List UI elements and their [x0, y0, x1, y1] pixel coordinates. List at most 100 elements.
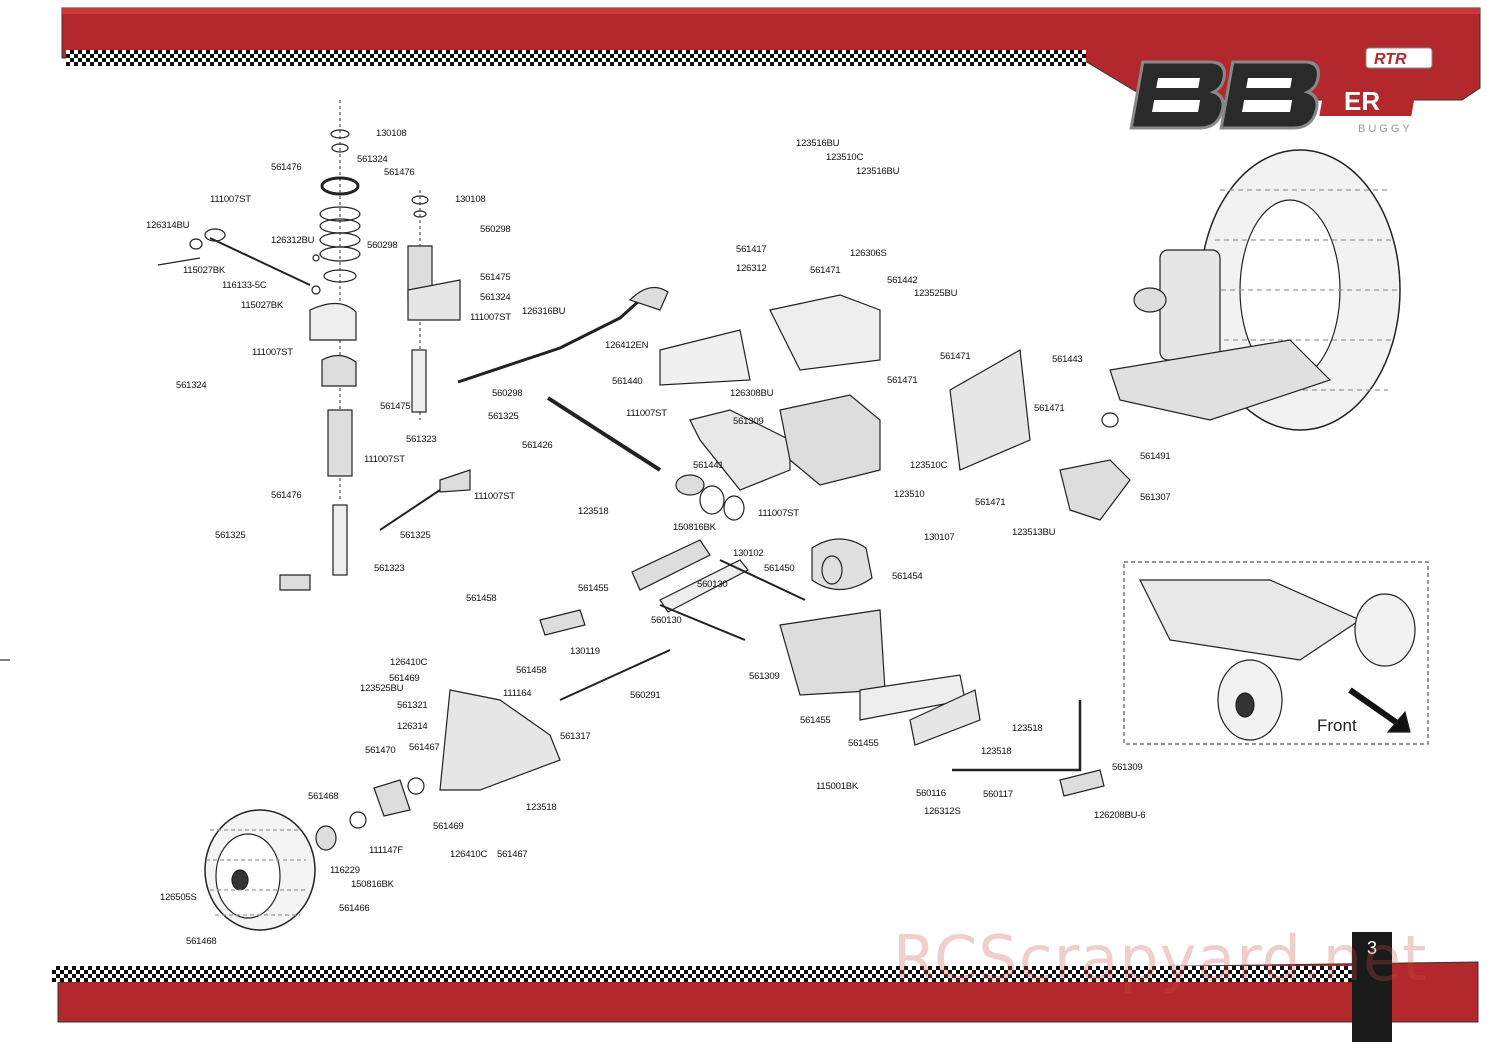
part-label: 561325	[488, 411, 519, 422]
watermark-text: RCScrapyard.net	[893, 922, 1428, 995]
part-label: 126306S	[850, 248, 887, 259]
part-label: 561443	[1052, 354, 1083, 365]
part-label: 561471	[1034, 403, 1065, 414]
part-label: 123516BU	[856, 166, 900, 177]
part-label: 130102	[733, 548, 764, 559]
part-label: 116133-5C	[222, 280, 267, 291]
part-label: 561309	[1112, 762, 1143, 773]
part-label: 150816BK	[673, 522, 716, 533]
bottom-checker-strip	[52, 966, 1352, 982]
part-label: 123510C	[910, 460, 948, 471]
part-label: 561476	[271, 162, 302, 173]
part-label: 126314	[397, 721, 428, 732]
part-label: 560130	[697, 579, 728, 590]
part-label: 561455	[800, 715, 831, 726]
part-label: 561471	[975, 497, 1006, 508]
part-label: 560130	[651, 615, 682, 626]
part-label: 561324	[357, 154, 388, 165]
part-label: 111007ST	[210, 194, 251, 205]
part-label: 111147F	[369, 845, 403, 856]
part-label: 115001BK	[816, 781, 859, 792]
part-label: 126505S	[160, 892, 197, 903]
part-label: 123518	[1012, 723, 1043, 734]
part-label: 126312S	[924, 806, 961, 817]
part-label: 561471	[887, 375, 918, 386]
part-label: 561454	[892, 571, 923, 582]
logo-er-text: ER	[1344, 86, 1380, 116]
part-label: 130108	[376, 128, 407, 139]
part-label: 561324	[176, 380, 207, 391]
part-label: 561323	[406, 434, 437, 445]
part-label: 561325	[400, 530, 431, 541]
part-label: 561469	[433, 821, 464, 832]
part-label: 123518	[526, 802, 557, 813]
part-label: 560291	[630, 690, 661, 701]
part-label: 560298	[367, 240, 398, 251]
part-label: 561467	[497, 849, 528, 860]
part-label: 561317	[560, 731, 591, 742]
part-label: 561476	[384, 167, 415, 178]
part-label: 561417	[736, 244, 767, 255]
part-label: 561471	[940, 351, 971, 362]
part-label: 561325	[215, 530, 246, 541]
part-label: 150816BK	[351, 879, 394, 890]
top-checker-strip	[66, 50, 1086, 66]
part-label: 561307	[1140, 492, 1171, 503]
logo-rtr-text: RTR	[1374, 51, 1407, 68]
part-label: 561475	[380, 401, 411, 412]
part-label: 560116	[916, 788, 946, 799]
part-label: 561321	[397, 700, 428, 711]
part-label: 560298	[480, 224, 511, 235]
part-label: 561323	[374, 563, 405, 574]
part-label: 123516BU	[796, 138, 840, 149]
part-label: 126316BU	[522, 306, 566, 317]
part-label: 561476	[271, 490, 302, 501]
part-label: 561491	[1140, 451, 1171, 462]
part-label: 123510C	[826, 152, 864, 163]
part-label: 111007ST	[758, 508, 799, 519]
part-label: 560117	[983, 789, 1013, 800]
part-label: 130107	[924, 532, 955, 543]
part-label: 561450	[764, 563, 795, 574]
part-label: 126410C	[390, 657, 428, 668]
part-label: 123525BU	[360, 683, 404, 694]
part-label: 561475	[480, 272, 511, 283]
part-label: 561455	[578, 583, 609, 594]
part-label: 561455	[848, 738, 879, 749]
part-label: 561466	[339, 903, 370, 914]
part-label: 561442	[887, 275, 918, 286]
part-label: 111164	[503, 688, 532, 699]
part-label: 123518	[981, 746, 1012, 757]
part-label: 561458	[466, 593, 497, 604]
part-label: 126312	[736, 263, 767, 274]
part-label: 123513BU	[1012, 527, 1056, 538]
part-label: 561426	[522, 440, 553, 451]
part-label: 561324	[480, 292, 511, 303]
part-label: 561468	[186, 936, 217, 947]
part-label: 123525BU	[914, 288, 958, 299]
part-label: 561458	[516, 665, 547, 676]
part-label: 111007ST	[252, 347, 293, 358]
part-label: 123518	[578, 506, 609, 517]
part-label: 561440	[612, 376, 643, 387]
part-label: 115027BK	[241, 300, 284, 311]
part-label: 130119	[570, 646, 600, 657]
part-label: 126412EN	[605, 340, 649, 351]
part-label: 126314BU	[146, 220, 190, 231]
part-label: 561470	[365, 745, 396, 756]
part-label: 126308BU	[730, 388, 774, 399]
part-label: 111007ST	[626, 408, 667, 419]
part-label: 123510	[894, 489, 925, 500]
part-label: 111007ST	[470, 312, 511, 323]
part-label: 561467	[409, 742, 440, 753]
part-label: 111007ST	[474, 491, 515, 502]
part-label: 561309	[733, 416, 764, 427]
part-label: 561469	[389, 673, 420, 684]
part-label: 126208BU-6	[1094, 810, 1146, 821]
logo-buggy-text: BUGGY	[1358, 123, 1413, 135]
part-label: 116229	[330, 865, 360, 876]
part-label: 560298	[492, 388, 523, 399]
brand-logo: ER BUGGY RTR	[1129, 47, 1433, 135]
part-label: 111007ST	[364, 454, 405, 465]
part-label: 130108	[455, 194, 486, 205]
